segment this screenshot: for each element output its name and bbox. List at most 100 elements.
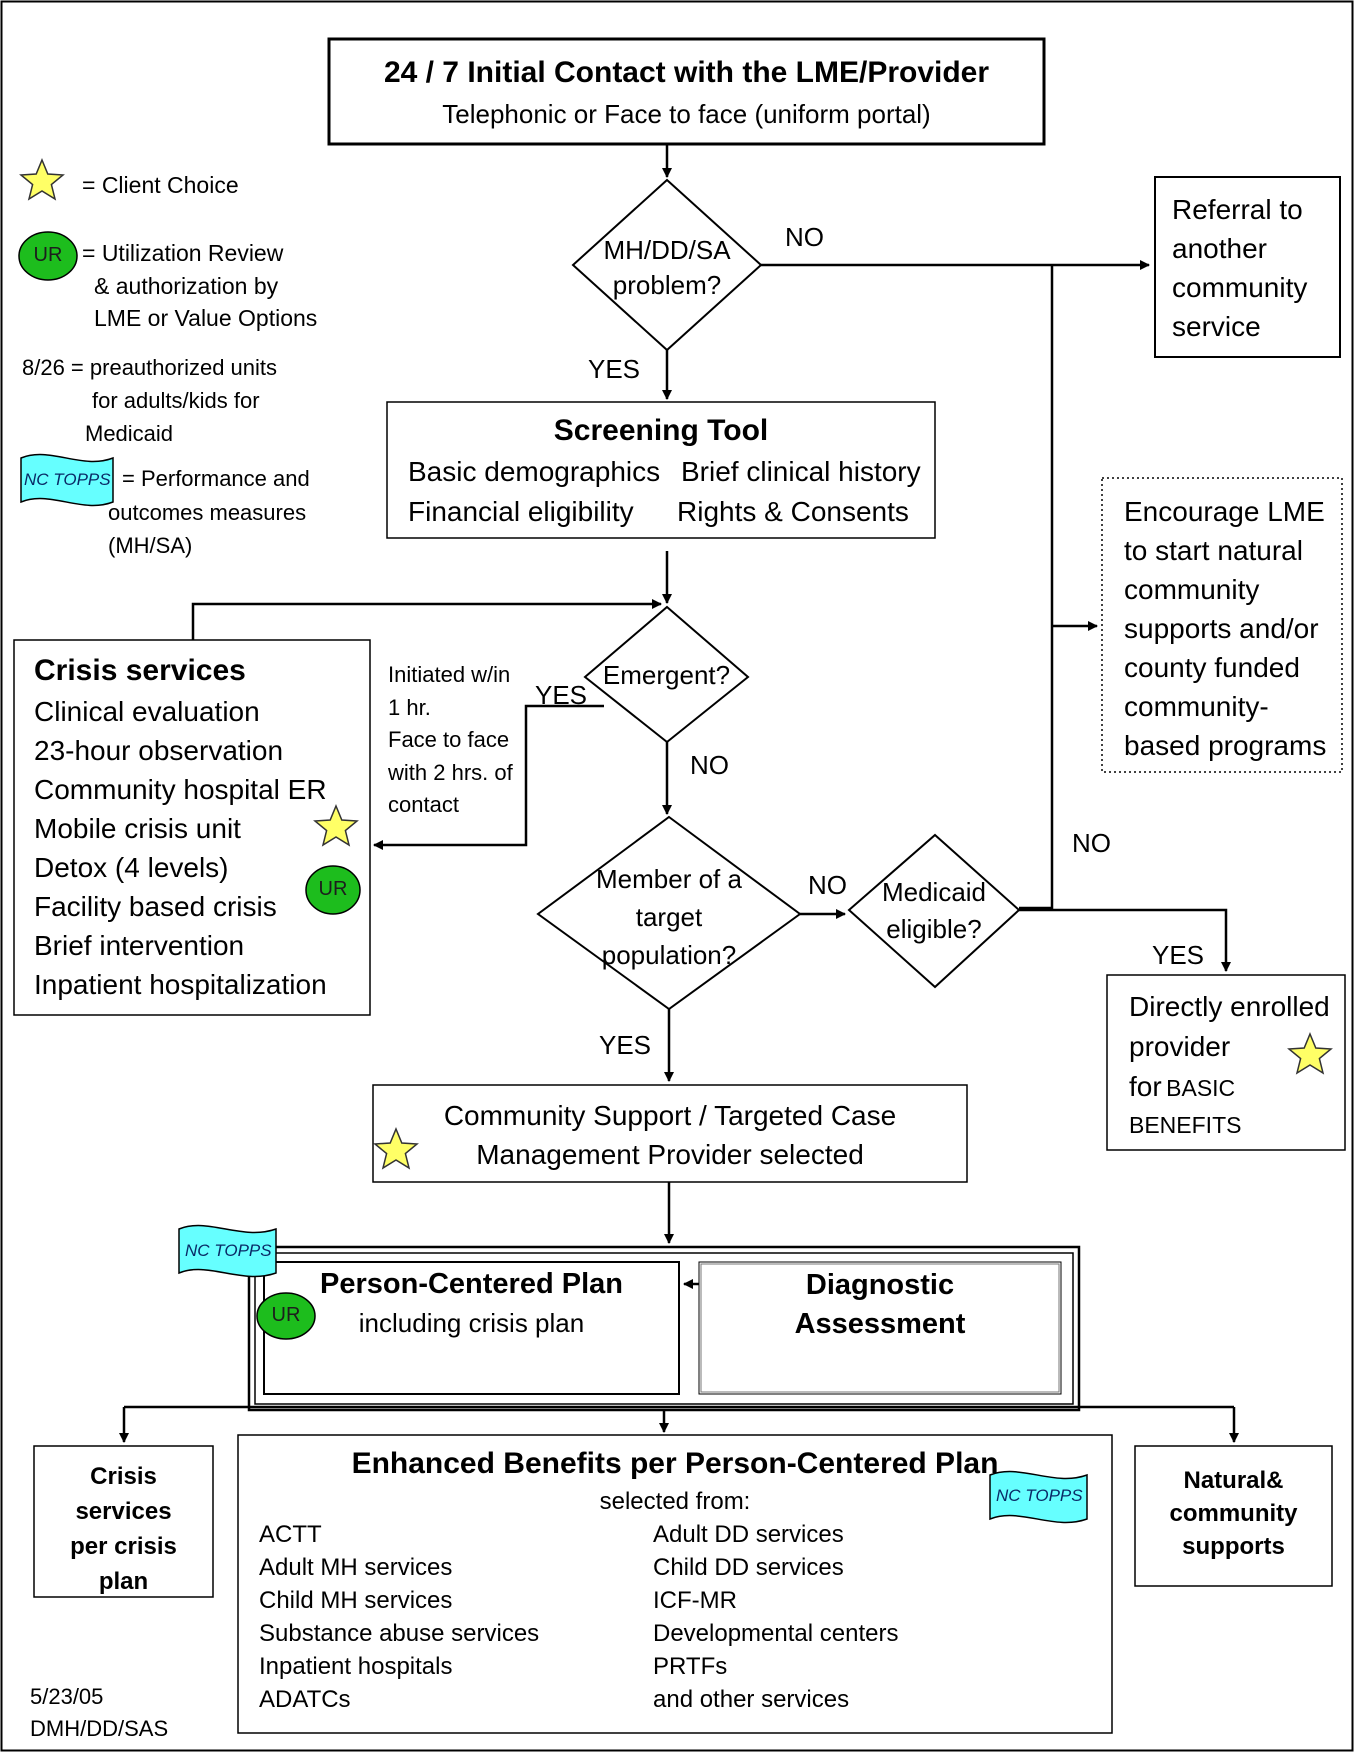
ur-legend-label: UR: [33, 244, 63, 266]
plan-container-inner: [254, 1252, 1074, 1405]
pcp-title: Person-Centered Plan: [320, 1268, 623, 1300]
legend-nc-topps-line3: (MH/SA): [108, 533, 193, 558]
screening-item: Financial eligibility: [408, 496, 634, 527]
legend-client-choice: = Client Choice: [82, 172, 239, 198]
enhanced-item: Adult DD services: [653, 1521, 844, 1548]
encourage-line: community: [1124, 574, 1260, 605]
screening-title: Screening Tool: [553, 414, 769, 447]
enhanced-item: Child DD services: [653, 1554, 844, 1581]
legend-preauth-line3: Medicaid: [85, 421, 174, 446]
crisis-item: Detox (4 levels): [34, 852, 229, 883]
member-yes-label: YES: [599, 1030, 652, 1060]
legend-ur-line1: = Utilization Review: [82, 240, 284, 266]
enhanced-item: Substance abuse services: [259, 1620, 540, 1647]
encourage-line: supports and/or: [1124, 613, 1319, 644]
initiated-note: Initiated w/in 1 hr. Face to face with 2…: [388, 659, 513, 822]
legend-preauth-line1: 8/26 = preauthorized units: [22, 355, 278, 380]
enhanced-left-list: ACTT Adult MH services Child MH services…: [259, 1518, 539, 1716]
referral-text: Referral to another community service: [1172, 190, 1307, 346]
enhanced-title: Enhanced Benefits per Person-Centered Pl…: [351, 1447, 999, 1480]
crisis-item: Inpatient hospitalization: [34, 969, 327, 1000]
enhanced-item: Adult MH services: [259, 1554, 453, 1581]
crisis-plan-line: Crisis: [90, 1463, 157, 1490]
community-support-box: [372, 1084, 968, 1183]
crisis-item: Community hospital ER: [34, 774, 327, 805]
crisis-services-box: [13, 639, 371, 1016]
crisis-item: Brief intervention: [34, 930, 245, 961]
enhanced-item: ACTT: [259, 1521, 322, 1548]
client-choice-star-icon: [19, 158, 65, 201]
nc-topps-legend-flag-icon: [20, 453, 114, 507]
member-line1: Member of a: [596, 864, 742, 894]
initiated-line: Initiated w/in: [388, 662, 511, 687]
initiated-line: with 2 hrs. of: [388, 759, 513, 785]
screening-item: Rights & Consents: [677, 496, 909, 527]
direct-for: for: [1129, 1071, 1162, 1102]
medicaid-no-label: NO: [1072, 828, 1111, 858]
enhanced-item: Developmental centers: [653, 1620, 899, 1647]
crisis-plan-box: [33, 1445, 214, 1598]
nc-topps-pcp-label: NC TOPPS: [185, 1241, 272, 1260]
legend-ur-line3: LME or Value Options: [94, 305, 318, 331]
nc-topps-legend-label: NC TOPPS: [24, 470, 111, 489]
direct-line4: BENEFITS: [1129, 1112, 1242, 1138]
crisis-item: Facility based crisis: [34, 891, 277, 922]
enhanced-item: and other services: [653, 1686, 850, 1713]
enhanced-right-list: Adult DD services Child DD services ICF-…: [653, 1518, 898, 1716]
encourage-line: community-: [1124, 691, 1269, 722]
enhanced-item: ADATCs: [259, 1686, 351, 1713]
ur-crisis-label: UR: [318, 878, 348, 900]
nc-topps-enhanced-flag-icon: [989, 1470, 1088, 1524]
mhddsa-line2: problem?: [612, 270, 722, 300]
direct-basic: BASIC: [1166, 1075, 1236, 1101]
crisis-item: 23-hour observation: [34, 735, 284, 766]
enhanced-benefits-box: [237, 1434, 1113, 1734]
medicaid-yes-label: YES: [1152, 940, 1205, 970]
enhanced-item: ICF-MR: [653, 1587, 737, 1614]
legend-preauth-line2: for adults/kids for: [92, 388, 260, 413]
referral-line1: Referral to: [1172, 194, 1303, 225]
diagnostic-line1: Diagnostic: [805, 1269, 955, 1301]
diagnostic-box: [698, 1261, 1062, 1395]
community-support-line1: Community Support / Targeted Case: [443, 1100, 897, 1131]
nc-topps-enhanced-label: NC TOPPS: [996, 1486, 1083, 1505]
crisis-plan-line: plan: [98, 1568, 149, 1595]
medicaid-decision: [847, 833, 1021, 989]
initial-contact-subtitle: Telephonic or Face to face (uniform port…: [442, 99, 931, 129]
screening-item: Basic demographics: [408, 456, 661, 487]
initiated-line: Face to face: [388, 727, 510, 752]
ur-legend-badge-icon: [18, 231, 78, 281]
legend-ur-line2: & authorization by: [94, 273, 279, 299]
initiated-line: contact: [388, 792, 459, 817]
medicaid-line1: Medicaid: [881, 877, 987, 907]
ur-pcp-label: UR: [271, 1304, 301, 1326]
footer-date: 5/23/05: [30, 1684, 104, 1709]
screening-item: Brief clinical history: [681, 456, 921, 487]
emergent-label: Emergent?: [602, 660, 731, 690]
mhddsa-line1: MH/DD/SA: [603, 235, 731, 265]
diagnostic-line2: Assessment: [794, 1308, 966, 1340]
referral-line2: another: [1172, 233, 1267, 264]
encourage-box: [1101, 477, 1343, 773]
initial-contact-title: 24 / 7 Initial Contact with the LME/Prov…: [383, 56, 990, 89]
enhanced-item: PRTFs: [653, 1653, 728, 1680]
encourage-text: Encourage LME to start natural community…: [1124, 492, 1326, 765]
community-support-star-icon: [373, 1127, 419, 1170]
legend-nc-topps-line1: = Performance and: [122, 466, 310, 491]
pcp-box: [263, 1261, 680, 1395]
footer-org: DMH/DD/SAS: [30, 1716, 169, 1741]
natural-supports-box: [1134, 1445, 1333, 1587]
legend-nc-topps-line2: outcomes measures: [108, 500, 307, 525]
encourage-line: county funded: [1124, 652, 1300, 683]
crisis-plan-text: Crisis services per crisis plan: [34, 1459, 213, 1599]
enhanced-item: Inpatient hospitals: [259, 1653, 453, 1680]
pcp-subtitle: including crisis plan: [358, 1308, 585, 1338]
encourage-line: based programs: [1124, 730, 1327, 761]
medicaid-line2: eligible?: [886, 914, 982, 944]
community-support-line2: Management Provider selected: [476, 1139, 864, 1170]
mhddsa-no-label: NO: [785, 222, 824, 252]
crisis-item: Mobile crisis unit: [34, 813, 241, 844]
mhddsa-yes-label: YES: [588, 354, 641, 384]
encourage-line: to start natural: [1124, 535, 1303, 566]
